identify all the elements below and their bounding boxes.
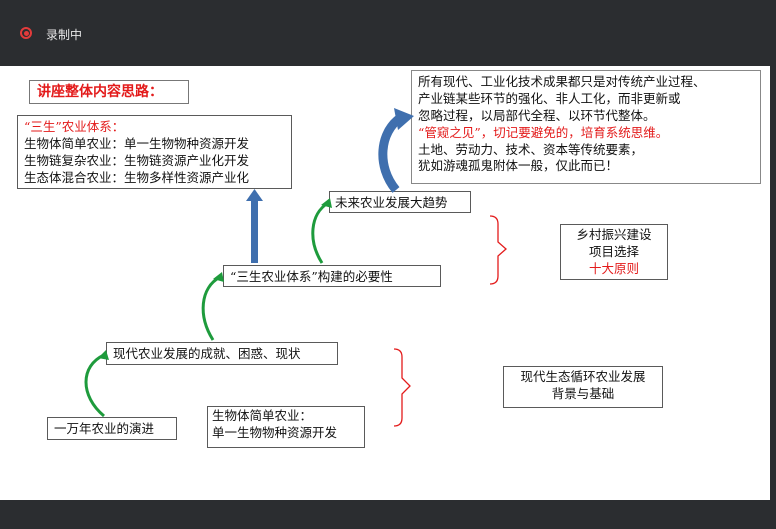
future-trend-box: 未来农业发展大趋势	[329, 191, 471, 213]
slide-title: 讲座整体内容思路：	[29, 80, 189, 104]
note-line-3: 忽略过程，以局部代全程、以环节代整体。	[418, 107, 656, 123]
simple-line-1: 生物体简单农业：	[212, 408, 313, 423]
eco-line-1: 现代生态循环农业发展	[520, 369, 646, 384]
presentation-slide: 讲座整体内容思路： “三生”农业体系： 生物体简单农业：单一生物物种资源开发 生…	[0, 66, 770, 500]
eco-line-2: 背景与基础	[551, 385, 615, 401]
blue-arrow-head	[246, 189, 263, 201]
recording-toolbar: 录制中	[0, 0, 776, 66]
green-arrow-1-head	[98, 350, 109, 360]
rural-revitalization-box: 乡村振兴建设 项目选择 十大原则	[560, 224, 668, 280]
rural-line-1: 乡村振兴建设	[576, 227, 652, 242]
green-arrow-1	[84, 353, 105, 418]
sansheng-line-2: 生物链复杂农业：生物链资源产业化开发	[24, 152, 250, 168]
industrialization-note-box: 所有现代、工业化技术成果都只是对传统产业过程、 产业链某些环节的强化、非人工化，…	[411, 70, 761, 184]
recording-status-label: 录制中	[46, 28, 83, 42]
ten-thousand-years-box: 一万年农业的演进	[47, 417, 177, 440]
red-bracket-upper	[489, 215, 507, 285]
note-highlight: “管窥之见”，切记要避免的，培育系统思维。	[418, 124, 669, 140]
rural-line-3: 十大原则	[588, 260, 639, 276]
note-line-2: 产业链某些环节的强化、非人工化，而非更新或	[418, 90, 681, 106]
green-arrow-2-head	[213, 272, 224, 282]
sansheng-line-1: 生物体简单农业：单一生物物种资源开发	[24, 135, 250, 151]
simple-line-2: 单一生物物种资源开发	[212, 424, 338, 440]
rural-line-2: 项目选择	[588, 243, 639, 259]
green-arrow-3-head	[321, 198, 332, 208]
sansheng-heading: “三生”农业体系：	[24, 119, 125, 134]
green-arrow-2	[201, 275, 221, 341]
modern-achievements-box: 现代农业发展的成就、困惑、现状	[106, 342, 338, 365]
sansheng-system-box: “三生”农业体系： 生物体简单农业：单一生物物种资源开发 生物链复杂农业：生物链…	[17, 115, 292, 189]
note-line-5: 犹如游魂孤鬼附体一般，仅此而已！	[418, 158, 619, 174]
simple-agriculture-box: 生物体简单农业： 单一生物物种资源开发	[207, 406, 365, 448]
eco-agriculture-box: 现代生态循环农业发展 背景与基础	[503, 366, 663, 408]
note-line-4: 土地、劳动力、技术、资本等传统要素，	[418, 141, 644, 157]
green-arrow-3	[311, 201, 329, 264]
blue-arrow-shaft	[251, 199, 258, 263]
red-bracket-lower	[393, 348, 411, 427]
recording-icon[interactable]	[20, 27, 32, 39]
note-line-1: 所有现代、工业化技术成果都只是对传统产业过程、	[418, 74, 706, 89]
blue-curved-arrow	[378, 114, 403, 193]
blue-curved-arrow-head	[394, 108, 414, 130]
necessity-box: “三生农业体系”构建的必要性	[223, 265, 441, 287]
diagram-connectors	[84, 108, 507, 427]
sansheng-line-3: 生态体混合农业：生物多样性资源产业化	[24, 169, 250, 185]
